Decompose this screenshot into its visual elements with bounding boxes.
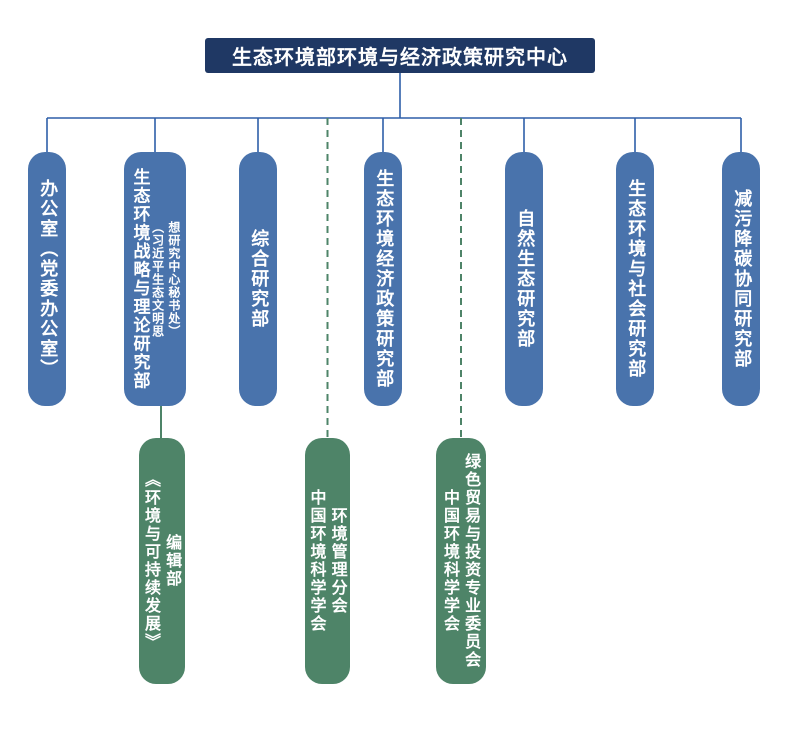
org-root-title-label: 生态环境部环境与经济政策研究中心 [232, 45, 568, 69]
department-label-office: 办公室（党委办公室） [37, 179, 59, 379]
affiliate-label-management-branch: 环境管理分会 [328, 507, 348, 615]
affiliate-box-green-trade-committee: 中国环境科学学会 绿色贸易与投资专业委员会 [436, 438, 486, 684]
affiliate-box-env-management-branch: 中国环境科学学会 环境管理分会 [305, 438, 350, 684]
department-sublabel-strategy-theory-2: 想研究中心秘书处） [166, 220, 181, 338]
department-label-natural-ecology: 自然生态研究部 [514, 209, 536, 349]
department-label-economic-policy: 生态环境经济政策研究部 [373, 169, 395, 389]
department-label-pollution-carbon-reduction: 减污降碳协同研究部 [731, 189, 753, 369]
department-box-office: 办公室（党委办公室） [28, 152, 66, 406]
department-label-environment-society: 生态环境与社会研究部 [625, 179, 647, 379]
department-box-pollution-carbon-reduction: 减污降碳协同研究部 [722, 152, 760, 406]
affiliate-box-journal-editorial: 《环境与可持续发展》 编辑部 [139, 438, 185, 684]
department-label-comprehensive-research: 综合研究部 [248, 229, 270, 329]
department-sublabel-strategy-theory-1: （习近平生态文明思 [150, 220, 165, 338]
department-box-environment-society: 生态环境与社会研究部 [616, 152, 654, 406]
affiliate-label-green-trade-committee: 绿色贸易与投资专业委员会 [462, 453, 482, 669]
department-box-strategy-theory: 生态环境战略与理论研究部 （习近平生态文明思 想研究中心秘书处） [124, 152, 186, 406]
department-box-comprehensive-research: 综合研究部 [239, 152, 277, 406]
department-label-strategy-theory: 生态环境战略与理论研究部 [129, 168, 150, 390]
affiliate-label-journal-editorial: 编辑部 [163, 534, 183, 588]
department-box-natural-ecology: 自然生态研究部 [505, 152, 543, 406]
affiliate-label-society-name-2: 中国环境科学学会 [441, 489, 460, 633]
affiliate-label-journal-title: 《环境与可持续发展》 [142, 471, 161, 651]
org-root-title: 生态环境部环境与经济政策研究中心 [205, 38, 595, 73]
department-box-economic-policy: 生态环境经济政策研究部 [364, 152, 402, 406]
affiliate-label-society-name-1: 中国环境科学学会 [307, 489, 327, 633]
